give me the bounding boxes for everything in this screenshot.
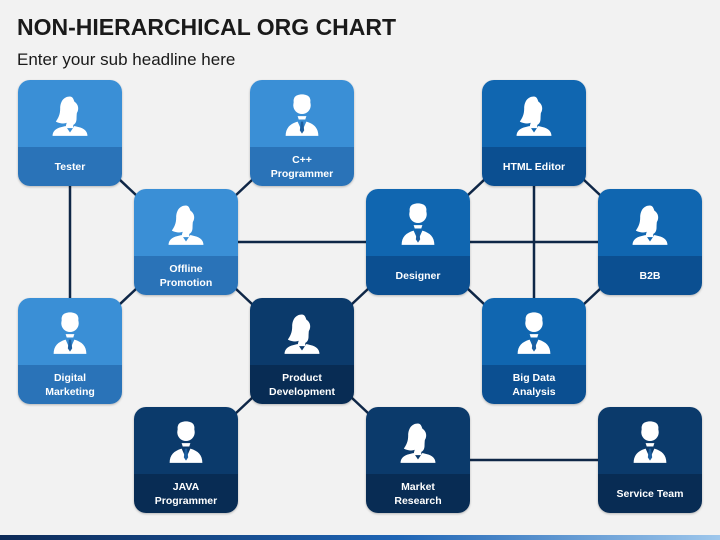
page-title: NON-HIERARCHICAL ORG CHART xyxy=(17,14,397,40)
node-label: B2B xyxy=(639,269,661,282)
node-java-programmer[interactable]: JAVA Programmer xyxy=(134,407,238,513)
node-market-research[interactable]: Market Research xyxy=(366,407,470,513)
node-label: HTML Editor xyxy=(502,160,566,173)
node-html-editor[interactable]: HTML Editor xyxy=(482,80,586,186)
node-label: JAVA Programmer xyxy=(154,480,218,507)
female-person-icon xyxy=(400,423,436,463)
male-person-icon xyxy=(401,203,435,245)
node-designer[interactable]: Designer xyxy=(366,189,470,295)
node-product-development[interactable]: Product Development xyxy=(250,298,354,404)
node-tester[interactable]: Tester xyxy=(18,80,122,186)
node-label: Big Data Analysis xyxy=(512,371,556,398)
node-big-data-analysis[interactable]: Big Data Analysis xyxy=(482,298,586,404)
male-person-icon xyxy=(285,94,319,136)
node-label: Digital Marketing xyxy=(45,371,95,398)
node-label: Designer xyxy=(395,269,441,282)
node-label: Product Development xyxy=(269,371,335,398)
node-label: Service Team xyxy=(616,487,684,500)
node-service-team[interactable]: Service Team xyxy=(598,407,702,513)
male-person-icon xyxy=(169,421,203,463)
female-person-icon xyxy=(284,314,320,354)
female-person-icon xyxy=(516,96,552,136)
female-person-icon xyxy=(52,96,88,136)
node-b2b[interactable]: B2B xyxy=(598,189,702,295)
node-digital-marketing[interactable]: Digital Marketing xyxy=(18,298,122,404)
node-label: Offline Promotion xyxy=(159,262,213,289)
male-person-icon xyxy=(53,312,87,354)
female-person-icon xyxy=(168,205,204,245)
male-person-icon xyxy=(517,312,551,354)
node-label: Tester xyxy=(54,160,86,173)
footer-bar xyxy=(0,535,720,540)
node-label: Market Research xyxy=(394,480,442,507)
node-label: C++ Programmer xyxy=(270,153,334,180)
page-subtitle: Enter your sub headline here xyxy=(17,50,236,69)
male-person-icon xyxy=(633,421,667,463)
node-offline-promotion[interactable]: Offline Promotion xyxy=(134,189,238,295)
female-person-icon xyxy=(632,205,668,245)
node-cpp-programmer[interactable]: C++ Programmer xyxy=(250,80,354,186)
